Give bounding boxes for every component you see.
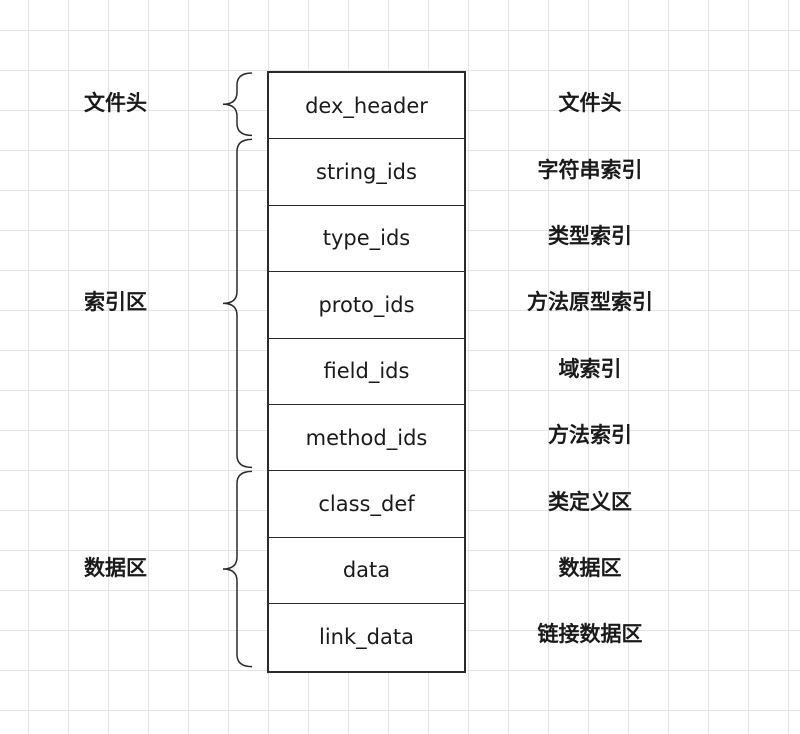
desc-class-def: 类定义区 (548, 489, 632, 514)
brace-data-section (222, 470, 253, 668)
row-field-ids: field_ids (269, 339, 464, 405)
brace-index-section (222, 138, 253, 469)
row-class-def: class_def (269, 471, 464, 538)
desc-type-ids: 类型索引 (548, 224, 632, 248)
dex-structure-table: dex_header string_ids type_ids proto_ids… (267, 71, 466, 673)
row-string-ids: string_ids (269, 139, 464, 206)
desc-proto-ids: 方法原型索引 (527, 290, 653, 315)
desc-method-ids: 方法索引 (548, 423, 632, 448)
row-proto-ids: proto_ids (269, 272, 464, 339)
row-link-data: link_data (319, 625, 414, 650)
desc-link-data: 链接数据区 (537, 622, 643, 647)
group-label-data-section: 数据区 (84, 556, 147, 580)
desc-string-ids: 字符串索引 (537, 157, 643, 182)
row-method-ids: method_ids (269, 405, 464, 472)
desc-field-ids: 域索引 (558, 356, 622, 381)
row-dex-header: dex_header (269, 73, 464, 140)
group-label-file-header: 文件头 (84, 91, 147, 116)
group-label-index-section: 索引区 (84, 290, 147, 315)
row-type-ids: type_ids (269, 206, 464, 273)
desc-data: 数据区 (558, 556, 622, 580)
row-data: data (269, 538, 464, 605)
desc-dex-header: 文件头 (558, 91, 622, 116)
brace-file-header (222, 72, 253, 137)
